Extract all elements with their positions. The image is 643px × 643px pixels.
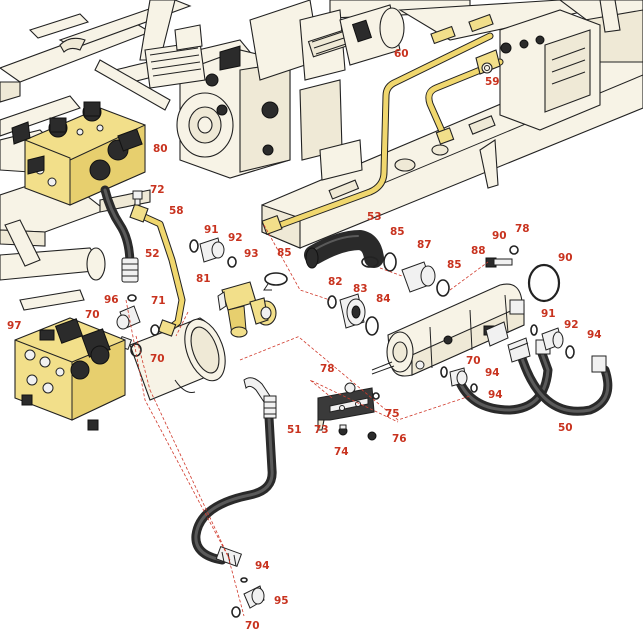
fitting-group-90-92-right — [530, 324, 575, 359]
fitting-73 — [132, 190, 143, 206]
callout-51: 51 — [287, 424, 302, 436]
callout-96: 96 — [104, 294, 119, 306]
callout-81: 81 — [196, 273, 211, 285]
callout-77: 76 — [392, 433, 407, 445]
tee-fitting-81 — [217, 281, 277, 338]
callout-72: 71 — [151, 295, 166, 307]
hydraulic-pump — [371, 283, 525, 377]
callout-78-right: 78 — [515, 223, 530, 235]
callout-85-left: 85 — [277, 247, 292, 259]
brass-tube-58 — [129, 203, 186, 337]
callout-50: 50 — [558, 422, 573, 434]
brass-tube-60 — [261, 13, 545, 236]
callout-91-right: 92 — [564, 319, 579, 331]
fitting-group-90-92 — [189, 237, 288, 291]
callout-92-right: 94 — [587, 329, 602, 341]
o-ring-89 — [527, 263, 561, 303]
callout-78-left: 78 — [320, 363, 335, 375]
valve-block-97 — [14, 317, 126, 431]
callout-59: 59 — [485, 76, 500, 88]
callout-labels: 60 59 80 72 58 53 91 92 85 90 78 93 85 5… — [7, 48, 602, 632]
callout-87: 88 — [471, 245, 486, 257]
callout-70-left: 70 — [85, 309, 100, 321]
callout-80: 80 — [153, 143, 168, 155]
callout-76: 75 — [385, 408, 400, 420]
callout-58: 58 — [169, 205, 184, 217]
callout-89: 90 — [558, 252, 573, 264]
callout-92-left: 93 — [244, 248, 259, 260]
hose-53 — [304, 230, 397, 272]
hose-50 — [453, 321, 613, 416]
callout-94-right: 94 — [488, 389, 503, 401]
hose-51 — [191, 377, 277, 567]
hose-52 — [100, 185, 139, 283]
callout-95: 95 — [274, 595, 289, 607]
fitting-59 — [481, 62, 493, 74]
callout-93: 94 — [485, 367, 500, 379]
callout-85-right: 85 — [390, 226, 405, 238]
callout-83: 83 — [353, 283, 368, 295]
fitting-group-86 — [401, 261, 450, 297]
callout-74: 73 — [314, 424, 329, 436]
fitting-group-82-84 — [327, 293, 379, 336]
pump-drive-gearbox — [144, 0, 405, 181]
callout-70-bottom: 70 — [245, 620, 260, 632]
callout-70-mid: 70 — [466, 355, 481, 367]
callout-52: 52 — [145, 248, 160, 260]
callout-53: 53 — [367, 211, 382, 223]
callout-84-right: 85 — [447, 259, 462, 271]
fitting-group-95 — [231, 577, 265, 618]
callout-82: 82 — [328, 276, 343, 288]
callout-73: 72 — [150, 184, 165, 196]
bracket-76 — [317, 382, 380, 441]
valve-block-80 — [11, 101, 146, 206]
callout-71: 70 — [150, 353, 165, 365]
fitting-group-93-94 — [440, 366, 478, 393]
callout-84-left: 84 — [376, 293, 391, 305]
callout-90-right: 91 — [541, 308, 556, 320]
callout-94-bottom: 94 — [255, 560, 270, 572]
callout-88: 90 — [492, 230, 507, 242]
callout-75: 74 — [334, 446, 349, 458]
bolt-87-88 — [485, 245, 519, 268]
callout-91-left: 92 — [228, 232, 243, 244]
callout-60: 60 — [394, 48, 409, 60]
callout-97: 97 — [7, 320, 22, 332]
leader-lines — [125, 224, 489, 617]
callout-90-left: 91 — [204, 224, 219, 236]
callout-86: 87 — [417, 239, 432, 251]
